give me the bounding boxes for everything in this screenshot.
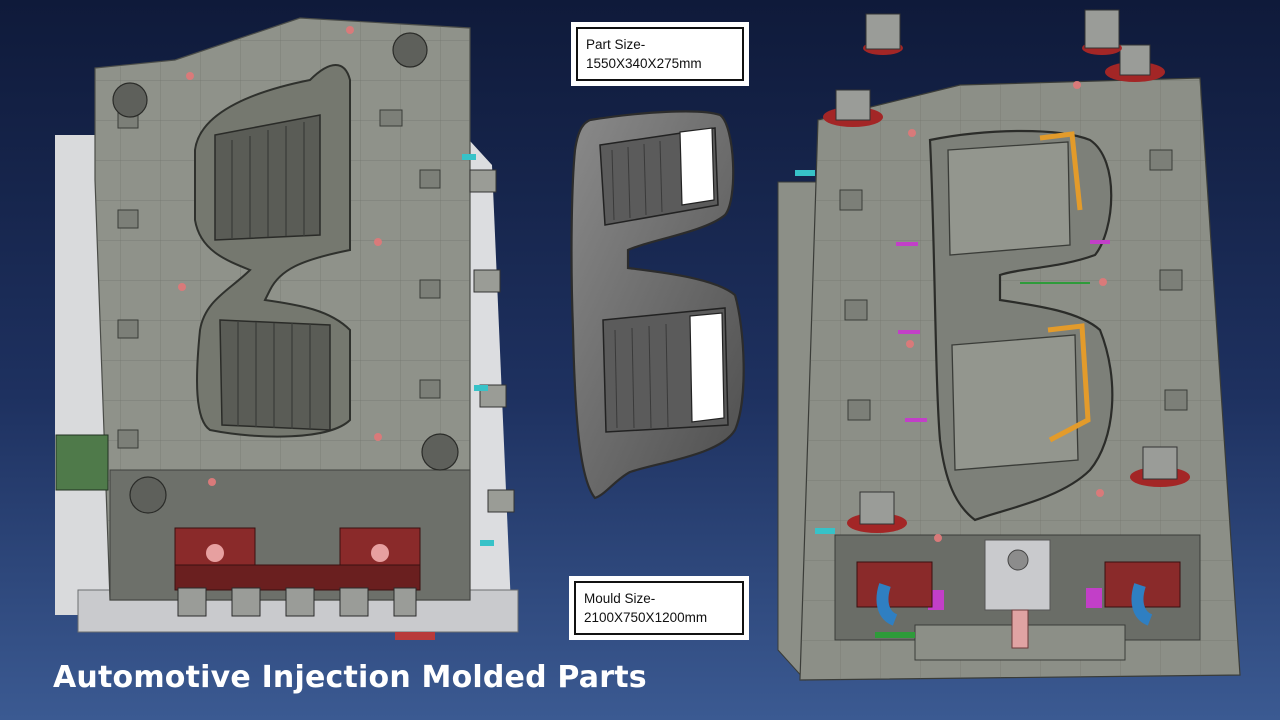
mould-size-label: Mould Size- [584, 591, 656, 606]
right-cooling-hose-a [876, 583, 898, 626]
mould-size-value: 2100X750X1200mm [584, 610, 708, 625]
right-manifold-b [1104, 561, 1181, 608]
page-caption: Automotive Injection Molded Parts [53, 660, 647, 695]
right-orange-accents [1039, 131, 1091, 443]
left-manifold-rail [174, 564, 421, 591]
molded-part [570, 110, 745, 500]
left-connectors [177, 587, 417, 617]
right-guide-pillars [823, 9, 1190, 533]
part-opening-bottom [689, 312, 725, 423]
part-size-box: Part Size- 1550X340X275mm [571, 22, 749, 86]
left-side-connector [55, 434, 109, 491]
right-cooling-hose-b [1131, 583, 1153, 626]
part-opening-top [679, 127, 715, 206]
mould-size-box: Mould Size- 2100X750X1200mm [569, 576, 749, 640]
left-mould-half [55, 17, 519, 640]
left-cavity-window-bottom [219, 319, 331, 431]
part-size-value: 1550X340X275mm [586, 56, 702, 71]
right-manifold-a [856, 561, 933, 608]
right-mould-half [777, 9, 1241, 681]
part-size-label: Part Size- [586, 37, 646, 52]
